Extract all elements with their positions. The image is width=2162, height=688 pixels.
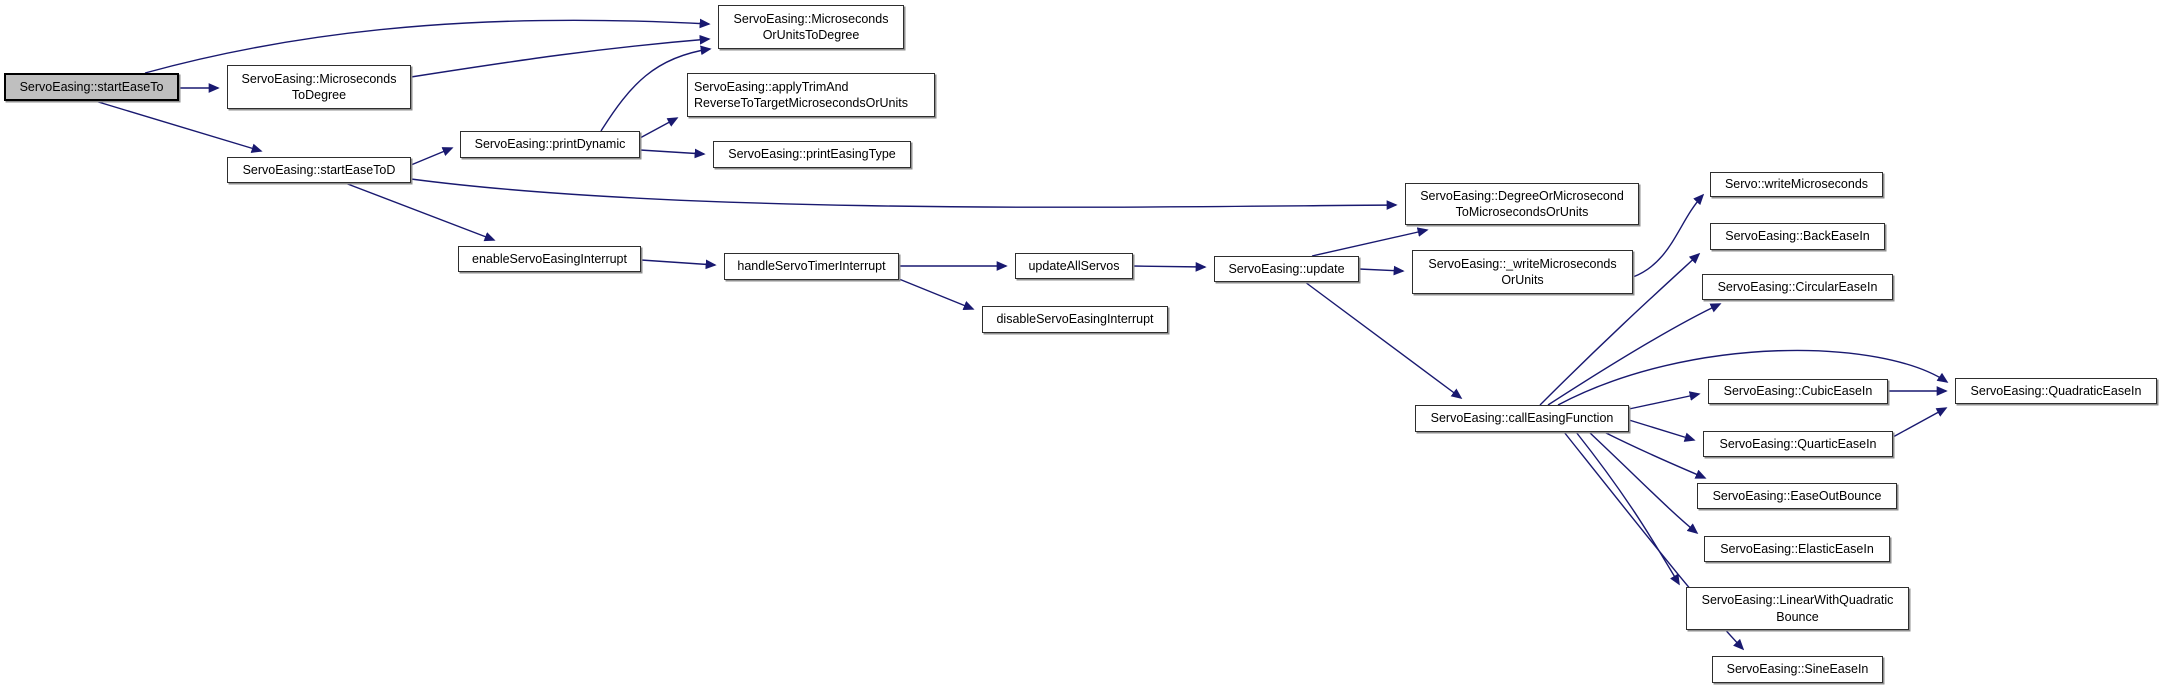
edge-callEasingFunction-to-backEaseIn (1539, 252, 1701, 406)
node-updateAllServos[interactable]: updateAllServos (1015, 253, 1133, 279)
edge-startEaseTo-to-microOrUnitsToDegree (144, 18, 711, 74)
node-writeMicrosecondsOrUnits[interactable]: ServoEasing::_writeMicroseconds OrUnits (1412, 250, 1633, 294)
edge-startEaseToD-to-degreeOrMicrosecond (410, 178, 1398, 210)
node-backEaseIn[interactable]: ServoEasing::BackEaseIn (1710, 223, 1885, 250)
node-sineEaseIn[interactable]: ServoEasing::SineEaseIn (1712, 656, 1883, 683)
edge-handleTimerInterrupt-to-disableInterrupt (898, 278, 975, 310)
edge-callEasingFunction-to-quarticEaseIn (1628, 419, 1696, 442)
node-elasticEaseIn[interactable]: ServoEasing::ElasticEaseIn (1704, 536, 1890, 562)
node-microsecondsToDegree[interactable]: ServoEasing::Microseconds ToDegree (227, 65, 411, 109)
node-printDynamic[interactable]: ServoEasing::printDynamic (460, 131, 640, 158)
edge-startEaseToD-to-printDynamic (410, 147, 454, 166)
node-applyTrim[interactable]: ServoEasing::applyTrimAnd ReverseToTarge… (687, 73, 935, 117)
edge-callEasingFunction-to-sineEaseIn (1563, 431, 1745, 651)
node-callEasingFunction[interactable]: ServoEasing::callEasingFunction (1415, 405, 1629, 432)
node-disableInterrupt[interactable]: disableServoEasingInterrupt (982, 306, 1168, 333)
edge-printDynamic-to-printEasingType (639, 148, 706, 159)
edge-startEaseTo-to-startEaseToD (94, 100, 263, 153)
edge-callEasingFunction-to-linearWithQuadraticBounce (1575, 431, 1680, 586)
node-startEaseToD[interactable]: ServoEasing::startEaseToD (227, 157, 411, 183)
node-quarticEaseIn[interactable]: ServoEasing::QuarticEaseIn (1703, 431, 1893, 457)
node-easeOutBounce[interactable]: ServoEasing::EaseOutBounce (1697, 483, 1897, 509)
node-circularEaseIn[interactable]: ServoEasing::CircularEaseIn (1702, 274, 1893, 300)
node-printEasingType[interactable]: ServoEasing::printEasingType (713, 141, 911, 168)
node-update[interactable]: ServoEasing::update (1214, 256, 1359, 282)
edge-update-to-writeMicrosecondsOrUnits (1358, 265, 1405, 276)
edge-callEasingFunction-to-cubicEaseIn (1628, 391, 1701, 410)
edge-printDynamic-to-microOrUnitsToDegree (600, 45, 712, 132)
node-enableInterrupt[interactable]: enableServoEasingInterrupt (458, 246, 641, 272)
edge-microsecondsToDegree-to-microOrUnitsToDegree (410, 34, 711, 78)
edge-startEaseToD-to-enableInterrupt (344, 182, 496, 242)
node-servoWriteMicroseconds[interactable]: Servo::writeMicroseconds (1710, 172, 1883, 197)
edge-update-to-degreeOrMicrosecond (1311, 227, 1429, 257)
edge-updateAllServos-to-update (1132, 262, 1207, 272)
node-quadraticEaseIn[interactable]: ServoEasing::QuadraticEaseIn (1955, 378, 2157, 404)
node-cubicEaseIn[interactable]: ServoEasing::CubicEaseIn (1708, 379, 1888, 404)
edge-enableInterrupt-to-handleTimerInterrupt (640, 259, 717, 270)
edge-callEasingFunction-to-quadraticEaseIn (1557, 349, 1949, 406)
edge-writeMicrosecondsOrUnits-to-servoWriteMicroseconds (1632, 193, 1705, 278)
node-startEaseTo[interactable]: ServoEasing::startEaseTo (4, 73, 179, 101)
edge-callEasingFunction-to-elasticEaseIn (1588, 431, 1699, 535)
node-handleTimerInterrupt[interactable]: handleServoTimerInterrupt (724, 253, 899, 280)
node-linearWithQuadraticBounce[interactable]: ServoEasing::LinearWithQuadratic Bounce (1686, 587, 1909, 630)
node-degreeOrMicrosecond[interactable]: ServoEasing::DegreeOrMicrosecond ToMicro… (1405, 183, 1639, 225)
node-microOrUnitsToDegree[interactable]: ServoEasing::Microseconds OrUnitsToDegre… (718, 5, 904, 49)
edge-printDynamic-to-applyTrim (639, 117, 679, 139)
edge-callEasingFunction-to-circularEaseIn (1547, 303, 1722, 406)
edge-quarticEaseIn-to-quadraticEaseIn (1892, 407, 1948, 438)
edge-update-to-callEasingFunction (1304, 281, 1463, 399)
edge-callEasingFunction-to-easeOutBounce (1603, 431, 1707, 479)
